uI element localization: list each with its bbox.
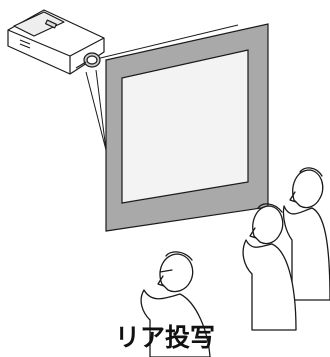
projection-screen [106, 24, 268, 231]
projector-icon [8, 10, 104, 74]
projection-mode-caption: リア投写 [0, 322, 330, 354]
